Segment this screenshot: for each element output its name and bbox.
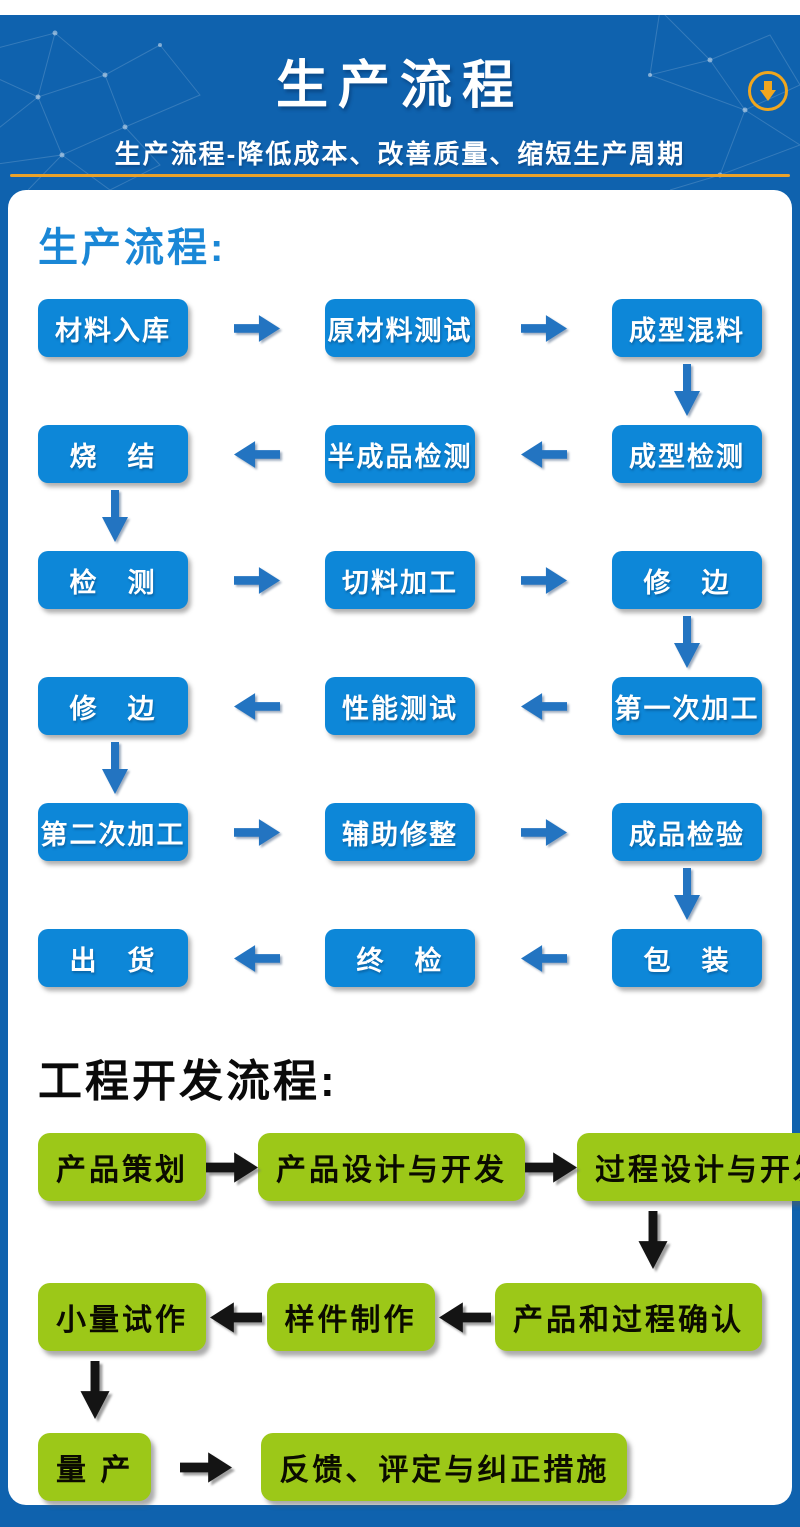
arrow-down-icon	[80, 1361, 110, 1419]
flow-step: 产品和过程确认	[495, 1283, 762, 1351]
arrow-right-icon	[151, 1451, 261, 1483]
engineering-row-1: 产品策划 产品设计与开发 过程设计与开发	[38, 1133, 800, 1201]
flow-step: 辅助修整	[325, 803, 475, 861]
flow-step: 修 边	[612, 551, 762, 609]
flow-step: 成型混料	[612, 299, 762, 357]
flow-step: 包 装	[612, 929, 762, 987]
scroll-down-icon[interactable]	[748, 71, 788, 111]
arrow-left-icon	[475, 440, 612, 468]
flow-step: 原材料测试	[325, 299, 475, 357]
production-row-1: 材料入库 原材料测试 成型混料	[38, 299, 762, 357]
flow-step: 出 货	[38, 929, 188, 987]
flow-step: 切料加工	[325, 551, 475, 609]
production-row-3: 检 测 切料加工 修 边	[38, 551, 762, 609]
arrow-down-icon	[638, 1211, 668, 1269]
arrow-right-icon	[188, 566, 325, 594]
arrow-left-icon	[206, 1301, 267, 1333]
engineering-heading: 工程开发流程:	[38, 1057, 338, 1106]
arrow-left-icon	[188, 944, 325, 972]
flow-step: 检 测	[38, 551, 188, 609]
connector-down	[38, 483, 762, 551]
flow-step: 小量试作	[38, 1283, 206, 1351]
flow-step: 第二次加工	[38, 803, 188, 861]
arrow-down-icon	[674, 868, 700, 920]
flow-step: 过程设计与开发	[577, 1133, 800, 1201]
flow-step: 成型检测	[612, 425, 762, 483]
content-panel: 生产流程: 材料入库 原材料测试 成型混料 烧 结 半成品检测 成型检测 检 测	[8, 190, 800, 1505]
flow-step: 样件制作	[266, 1283, 435, 1351]
flow-step: 性能测试	[325, 677, 475, 735]
page-subtitle: 生产流程-降低成本、改善质量、缩短生产周期	[114, 139, 686, 169]
connector-down	[38, 357, 762, 425]
arrow-left-icon	[475, 944, 612, 972]
connector-down	[38, 1351, 762, 1433]
arrow-down-icon	[674, 364, 700, 416]
connector-down	[38, 1201, 762, 1283]
engineering-row-2: 小量试作 样件制作 产品和过程确认	[38, 1283, 762, 1351]
gold-divider	[10, 174, 790, 177]
connector-down	[38, 609, 762, 677]
production-row-6: 出 货 终 检 包 装	[38, 929, 762, 987]
flow-step: 产品策划	[38, 1133, 206, 1201]
arrow-right-icon	[525, 1151, 577, 1183]
arrow-right-icon	[475, 314, 612, 342]
arrow-right-icon	[188, 314, 325, 342]
arrow-left-icon	[188, 692, 325, 720]
flow-step: 成品检验	[612, 803, 762, 861]
arrow-down-icon	[674, 616, 700, 668]
flow-step: 终 检	[325, 929, 475, 987]
production-heading: 生产流程:	[38, 226, 227, 270]
connector-down	[38, 735, 762, 803]
arrow-right-icon	[206, 1151, 258, 1183]
arrow-left-icon	[188, 440, 325, 468]
page-title: 生产流程	[275, 57, 524, 115]
arrow-right-icon	[188, 818, 325, 846]
flow-step: 第一次加工	[612, 677, 762, 735]
production-row-2: 烧 结 半成品检测 成型检测	[38, 425, 762, 483]
arrow-right-icon	[475, 566, 612, 594]
arrow-down-icon	[102, 742, 128, 794]
engineering-row-3: 量 产 反馈、评定与纠正措施	[38, 1433, 762, 1501]
top-white-strip	[0, 0, 800, 15]
production-row-4: 修 边 性能测试 第一次加工	[38, 677, 762, 735]
flow-step: 修 边	[38, 677, 188, 735]
arrow-left-icon	[435, 1301, 496, 1333]
connector-down	[38, 861, 762, 929]
flow-step: 烧 结	[38, 425, 188, 483]
production-row-5: 第二次加工 辅助修整 成品检验	[38, 803, 762, 861]
flow-step: 材料入库	[38, 299, 188, 357]
arrow-down-icon	[102, 490, 128, 542]
flow-step: 产品设计与开发	[258, 1133, 525, 1201]
flow-step: 反馈、评定与纠正措施	[261, 1433, 628, 1501]
flow-step: 量 产	[38, 1433, 152, 1501]
hero-banner: 生产流程 生产流程-降低成本、改善质量、缩短生产周期	[0, 15, 800, 190]
arrow-right-icon	[475, 818, 612, 846]
arrow-left-icon	[475, 692, 612, 720]
flow-step: 半成品检测	[325, 425, 475, 483]
